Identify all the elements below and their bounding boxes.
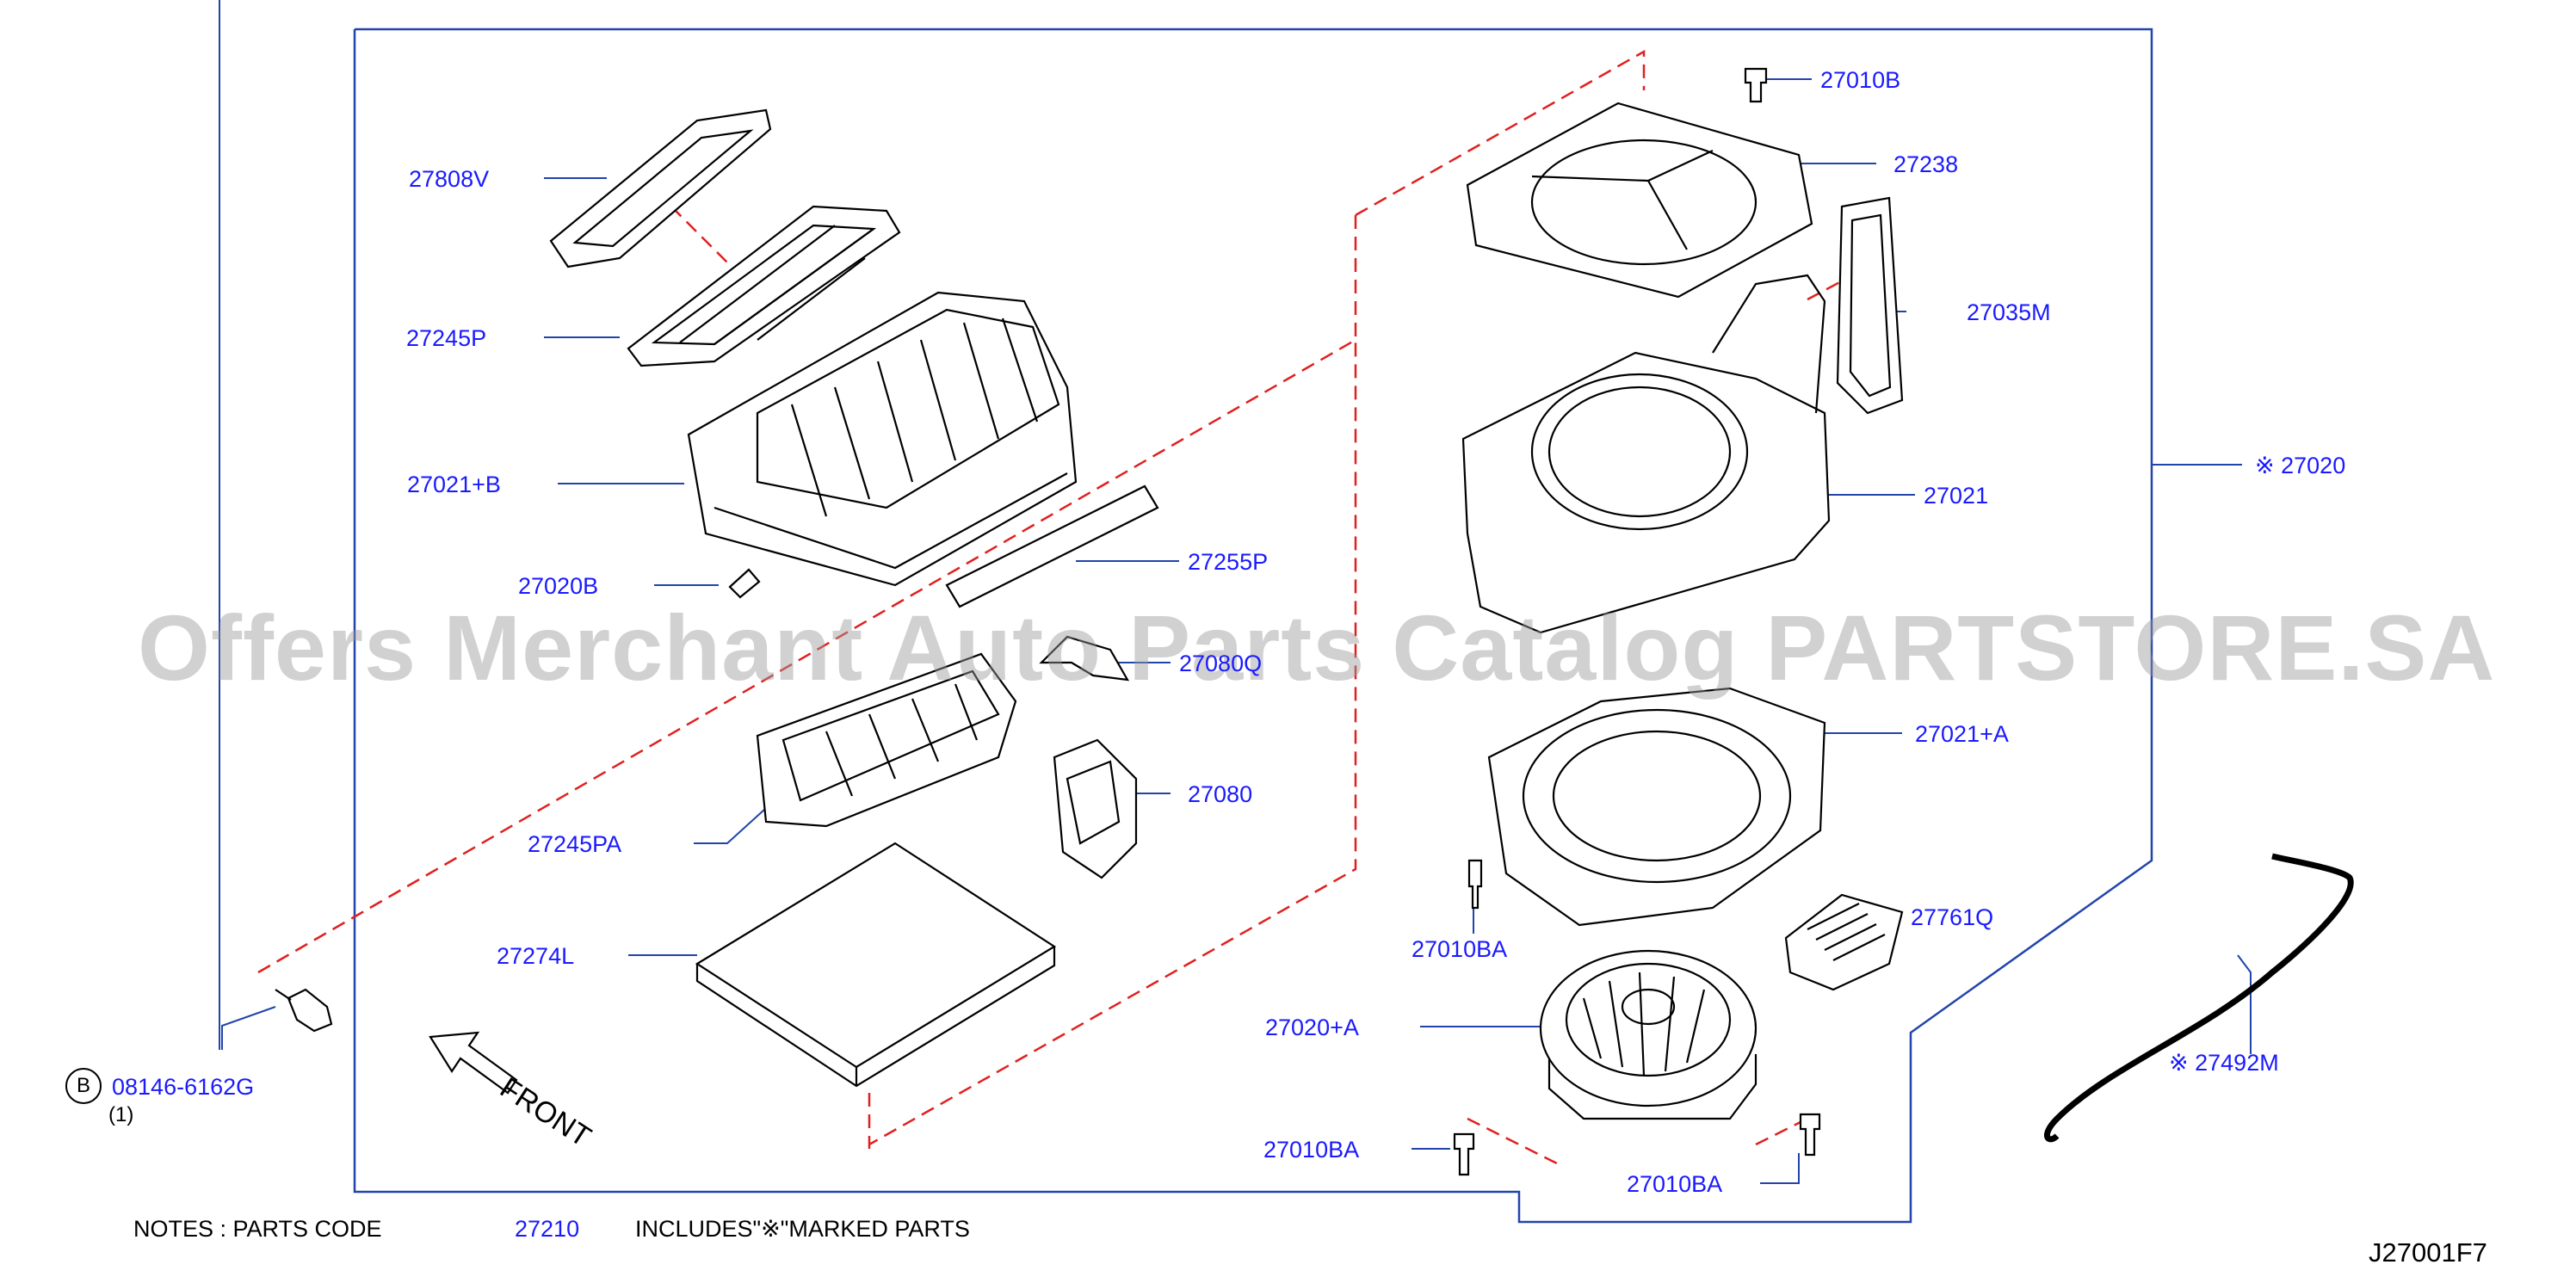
callout-27010b: 27010B — [1820, 67, 1901, 93]
callout-27021b: 27021+B — [407, 472, 501, 497]
clip-27020b — [728, 568, 761, 599]
notes-suffix: INCLUDES"※"MARKED PARTS — [635, 1216, 970, 1242]
circle-b-letter: B — [77, 1074, 91, 1097]
notes-code: 27210 — [515, 1216, 580, 1242]
part-drawings — [65, 67, 2354, 1176]
front-arrow-icon — [429, 1031, 518, 1095]
callout-27808v: 27808V — [409, 166, 490, 192]
bolt-part-number: 08146-6162G — [112, 1074, 255, 1100]
gasket-27035m — [1836, 196, 1904, 415]
seal-27808v — [549, 108, 772, 268]
resistor-27761q — [1784, 893, 1904, 991]
callout-27035m: 27035M — [1967, 299, 2051, 325]
cover-27238 — [1466, 102, 1813, 299]
screw-27010ba-3 — [1799, 1113, 1821, 1157]
circle-b-icon — [65, 1068, 102, 1104]
leader-lines — [219, 0, 2252, 1184]
case-27021a — [1487, 687, 1826, 927]
callout-27080: 27080 — [1188, 781, 1253, 807]
callout-27255p: 27255P — [1188, 549, 1269, 575]
blower-motor-27020a — [1539, 949, 1757, 1107]
case-27021 — [1461, 351, 1831, 634]
diagram-code: J27001F7 — [2369, 1237, 2487, 1268]
notes-prefix: NOTES : PARTS CODE — [133, 1216, 382, 1242]
callout-27021a: 27021+A — [1915, 721, 2009, 747]
screw-27010b — [1744, 67, 1768, 103]
callout-27020a: 27020+A — [1265, 1015, 1359, 1040]
callout-27245p: 27245P — [406, 325, 487, 351]
strip-27255p — [945, 484, 1159, 608]
callout-27080q: 27080Q — [1179, 651, 1263, 676]
screw-27010ba-1 — [1467, 859, 1483, 910]
callout-27245pa: 27245PA — [528, 831, 622, 857]
callout-27010ba-2: 27010BA — [1263, 1137, 1360, 1163]
actuator-27080 — [1053, 738, 1138, 879]
bolt-quantity: (1) — [108, 1103, 134, 1126]
frame-27245p — [627, 205, 901, 367]
screw-27010ba-2 — [1453, 1132, 1475, 1176]
callout-27010ba-1: 27010BA — [1412, 936, 1508, 962]
bracket-27080q — [1039, 635, 1130, 682]
callout-27010ba-3: 27010BA — [1627, 1171, 1723, 1197]
callout-27492m: ※ 27492M — [2169, 1050, 2279, 1076]
filter-27274l — [695, 842, 1057, 1069]
hose-27492m — [2044, 853, 2354, 1143]
housing-27021b — [687, 291, 1078, 587]
callout-27020b: 27020B — [518, 573, 599, 599]
callout-27274l: 27274L — [497, 943, 575, 969]
bolt-08146 — [287, 988, 333, 1033]
callout-27021: 27021 — [1924, 483, 1989, 509]
callout-27761q: 27761Q — [1911, 904, 1994, 930]
duct-27245pa — [756, 652, 1017, 828]
callout-27020: ※ 27020 — [2255, 453, 2346, 478]
assembly-frame — [353, 28, 2153, 1224]
callout-27238: 27238 — [1893, 151, 1959, 177]
